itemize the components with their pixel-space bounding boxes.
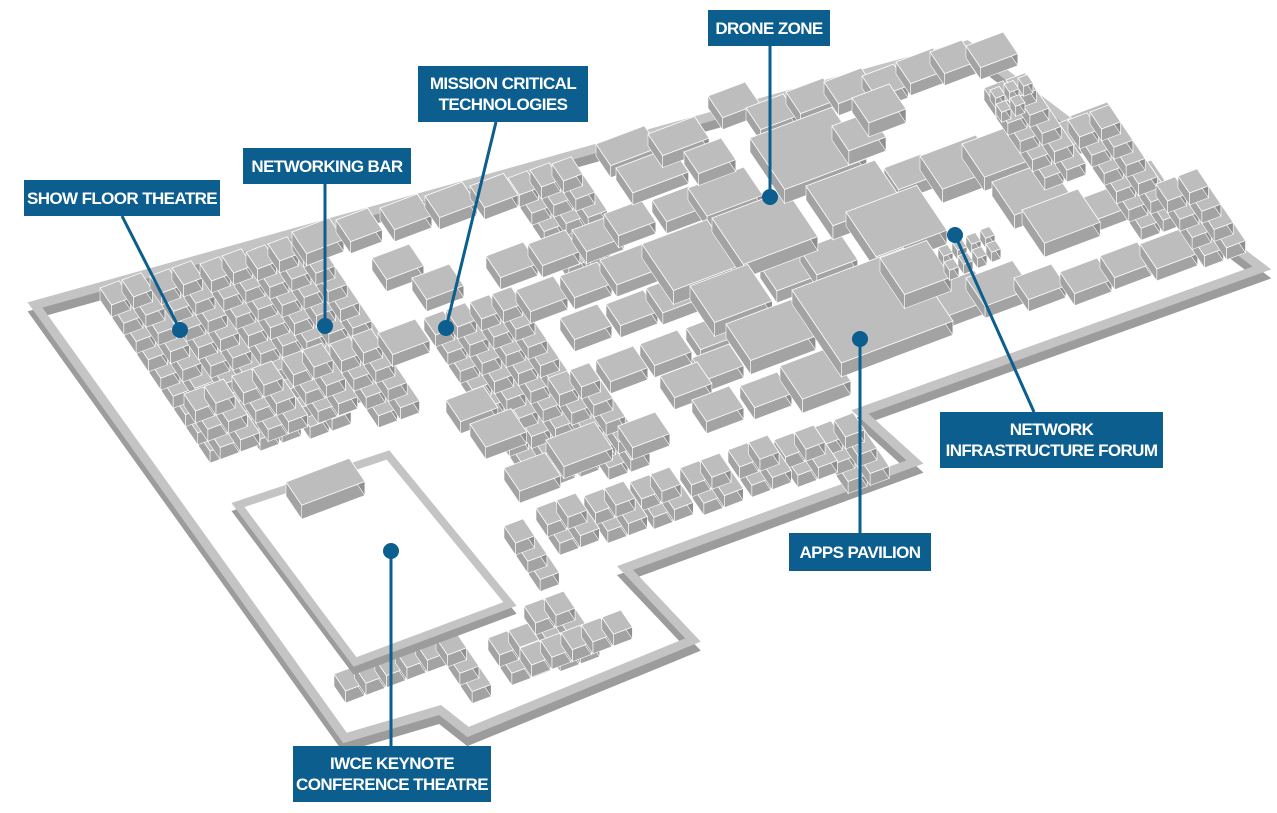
booth-row-right-11 — [649, 466, 682, 505]
booth-mid-1 — [335, 207, 383, 255]
large-booth-2 — [711, 189, 819, 280]
network-forum-cube-10 — [1017, 73, 1034, 98]
leader-line-show-floor-theatre — [120, 215, 182, 331]
booth-mid-31 — [469, 407, 528, 461]
booth-mid-21 — [559, 303, 613, 353]
network-forum-cube-7 — [985, 239, 1002, 264]
booth-mid-17 — [683, 137, 737, 187]
booth-row-right-3 — [1177, 167, 1210, 206]
location-dot-mission-critical — [438, 320, 454, 336]
booth-mid-24 — [595, 345, 649, 395]
booth-mid-6 — [371, 243, 425, 293]
booth-row-right-10 — [699, 452, 732, 491]
location-dot-network-infrastructure-forum — [947, 227, 963, 243]
booth-row-1 — [121, 271, 154, 310]
booth-row-19 — [569, 361, 602, 400]
label-show-floor-theatre[interactable]: SHOW FLOOR THEATRE — [24, 180, 220, 216]
leader-line-network-infrastructure-forum — [953, 234, 1036, 413]
booth-mid-5 — [377, 318, 431, 368]
booth-mid-44 — [965, 31, 1019, 81]
booth-row-right-8 — [793, 424, 826, 463]
large-booth-8 — [879, 239, 952, 310]
booth-row-right-15 — [543, 590, 576, 629]
booth-row-22 — [551, 155, 584, 194]
booth-mid-19 — [559, 261, 613, 311]
label-apps-pavilion[interactable]: APPS PAVILION — [789, 533, 931, 571]
network-forum-cube-11 — [995, 99, 1012, 124]
large-booth-14 — [1021, 188, 1101, 259]
label-drone-zone[interactable]: DRONE ZONE — [708, 10, 830, 46]
booth-row-right-14 — [503, 517, 536, 556]
label-network-infrastructure-line-1: NETWORK — [1009, 420, 1094, 439]
booth-mid-2 — [379, 193, 433, 243]
booth-row-right-13 — [555, 492, 588, 531]
leader-lines — [120, 44, 1036, 746]
large-booth-10 — [851, 83, 907, 138]
booth-mid-33 — [545, 420, 613, 480]
booth-row-3 — [171, 259, 204, 298]
booth-mid-34 — [617, 411, 671, 461]
label-network-infrastructure-line-2: INFRASTRUCTURE FORUM — [945, 441, 1158, 460]
keynote-stage — [285, 457, 366, 521]
large-booth-4 — [725, 298, 817, 376]
label-iwce-keynote-line-2: CONFERENCE THEATRE — [296, 775, 489, 794]
label-iwce-keynote-conference-theatre[interactable]: IWCE KEYNOTE CONFERENCE THEATRE — [293, 746, 491, 802]
location-dot-networking-bar — [317, 318, 333, 334]
label-drone-zone-line-1: DRONE ZONE — [715, 18, 823, 38]
label-networking-bar-line-1: NETWORKING BAR — [251, 156, 403, 176]
booth-mid-35 — [691, 385, 745, 435]
booth-row-right-1 — [1089, 103, 1122, 142]
location-dot-show-floor-theatre — [172, 322, 188, 338]
location-dot-apps-pavilion — [852, 331, 868, 347]
booth-mid-8 — [485, 241, 539, 291]
booth-mid-11 — [603, 199, 657, 249]
booth-row-11 — [301, 342, 334, 381]
booth-row-9 — [203, 378, 236, 417]
booth-mid-29 — [659, 361, 713, 411]
booth-mid-25 — [639, 329, 693, 379]
booth-mid-9 — [527, 229, 581, 279]
label-network-infrastructure-forum[interactable]: NETWORK INFRASTRUCTURE FORUM — [940, 412, 1163, 468]
booth-mid-32 — [503, 451, 562, 505]
location-dot-drone-zone — [762, 189, 778, 205]
booth-row-right-9 — [747, 434, 780, 473]
leader-line-mission-critical — [444, 121, 498, 329]
network-forum-cube-6 — [971, 245, 988, 270]
booth-row-10 — [251, 360, 284, 399]
location-dot-iwce-keynote — [383, 543, 399, 559]
booth-mid-3 — [424, 181, 478, 231]
label-apps-pavilion-line-1: APPS PAVILION — [799, 542, 922, 562]
label-iwce-keynote-line-1: IWCE KEYNOTE — [329, 754, 455, 773]
label-mission-critical-line-2: TECHNOLOGIES — [438, 95, 568, 114]
booth-row-17 — [491, 285, 524, 324]
network-forum-cube-12 — [1009, 93, 1026, 118]
label-show-floor-theatre-line-1: SHOW FLOOR THEATRE — [26, 188, 218, 208]
booth-row-right-12 — [603, 480, 636, 519]
booth-grid — [99, 31, 1247, 705]
label-mission-critical-technologies[interactable]: MISSION CRITICAL TECHNOLOGIES — [418, 66, 588, 122]
network-forum-cube-4 — [943, 257, 960, 282]
rooms — [231, 450, 517, 675]
label-networking-bar[interactable]: NETWORKING BAR — [243, 148, 411, 184]
booth-row-right-17 — [601, 609, 634, 648]
label-mission-critical-line-1: MISSION CRITICAL — [429, 74, 577, 93]
